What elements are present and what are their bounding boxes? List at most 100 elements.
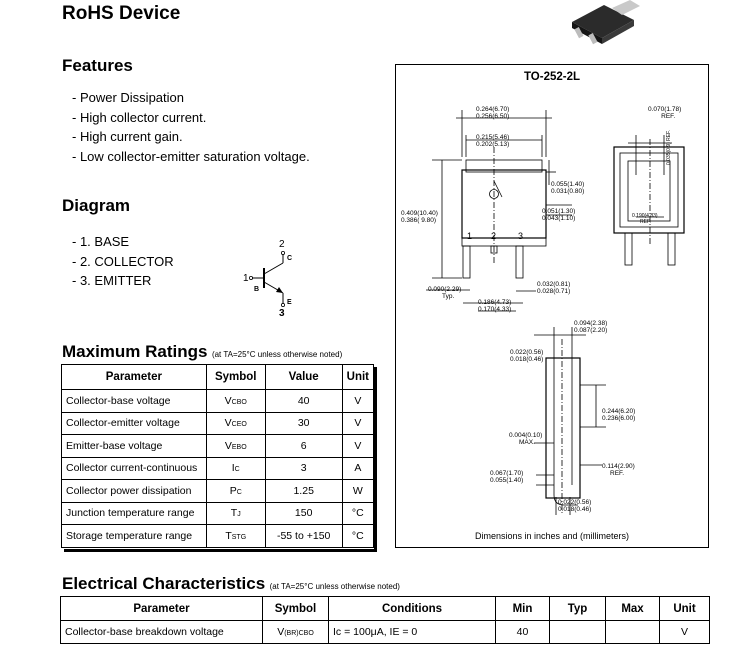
dimension-label: 0.070(1.78)REF. — [648, 106, 682, 120]
cell-unit: V — [341, 434, 375, 458]
dimension-label: 0.114(2.90)REF. — [602, 463, 635, 477]
cell-parameter: Storage temperature range — [61, 524, 207, 548]
cell-symbol: IC — [205, 456, 266, 480]
dimension-label: 0.190(4.83)REF. — [632, 213, 658, 225]
column-header: Parameter — [61, 364, 207, 390]
dimension-label: 0.215(5.46)0.202(5.13) — [476, 134, 510, 148]
electrical-heading-row: Electrical Characteristics (at TA=25°C u… — [62, 574, 400, 594]
cell-min: 40 — [495, 620, 550, 644]
max-ratings-note: (at TA=25°C unless otherwise noted) — [211, 350, 343, 359]
table-row: Storage temperature range TSTG -55 to +1… — [61, 524, 375, 548]
pin-list: - 1. BASE - 2. COLLECTOR - 3. EMITTER — [72, 232, 174, 291]
column-header: Unit — [341, 364, 375, 390]
dimension-label: 0.244(6.20)0.236(6.00) — [602, 408, 636, 422]
cell-unit: °C — [341, 501, 375, 525]
table-shadow — [64, 549, 377, 552]
pin-emitter-number: 3 — [279, 308, 285, 318]
cell-unit: V — [659, 620, 710, 644]
pin-number: 3 — [518, 231, 524, 241]
cell-value: 3 — [264, 456, 343, 480]
electrical-heading: Electrical Characteristics — [62, 574, 266, 593]
pin-base-label: B — [254, 286, 259, 293]
dimension-label: 0.094(2.38)0.087(2.20) — [574, 320, 608, 334]
electrical-table: Parameter Symbol Conditions Min Typ Max … — [60, 596, 710, 644]
max-ratings-table: Parameter Symbol Value Unit Collector-ba… — [61, 364, 375, 548]
electrical-note: (at TA=25°C unless otherwise noted) — [269, 582, 400, 591]
cell-typ — [549, 620, 606, 644]
pin-collector-label: C — [287, 255, 292, 262]
dimension-label: 0.409(10.40)0.386( 9.80) — [401, 210, 438, 224]
table-shadow — [374, 367, 377, 552]
dimension-label: 0.035(0.9) REF. — [666, 129, 672, 165]
column-header: Symbol — [205, 364, 266, 390]
package-footer: Dimensions in inches and (millimeters) — [474, 531, 630, 541]
cell-symbol: TJ — [205, 501, 266, 525]
cell-unit: V — [341, 411, 375, 435]
max-ratings-heading-row: Maximum Ratings (at TA=25°C unless other… — [62, 342, 342, 362]
table-row: Junction temperature range TJ 150 °C — [61, 501, 375, 525]
cell-parameter: Junction temperature range — [61, 501, 207, 525]
package-name: TO-252-2L — [523, 71, 581, 83]
pin-number: 2 — [491, 231, 497, 241]
cell-parameter: Emitter-base voltage — [61, 434, 207, 458]
cell-value: 30 — [264, 411, 343, 435]
dimension-label: 0.022(0.56)0.018(0.46) — [558, 499, 592, 513]
cell-value: 40 — [264, 389, 343, 413]
table-row: Collector power dissipation PC 1.25 W — [61, 479, 375, 503]
cell-unit: °C — [341, 524, 375, 548]
cell-parameter: Collector-base breakdown voltage — [60, 620, 263, 644]
column-header: Symbol — [262, 596, 329, 621]
cell-conditions: Ic = 100μA, IE = 0 — [328, 620, 496, 644]
dimension-label: 0.186(4.73)0.170(4.33) — [478, 299, 512, 313]
list-item: - 3. EMITTER — [72, 273, 152, 288]
list-item: - 2. COLLECTOR — [72, 253, 174, 269]
dimension-label: 0.051(1.30)0.043(1.10) — [542, 208, 576, 222]
list-item: - Low collector-emitter saturation volta… — [72, 148, 310, 164]
dimension-label: 0.264(6.70)0.256(6.50) — [476, 106, 510, 120]
package-outline-drawing — [426, 110, 685, 515]
dimension-label: 0.022(0.56)0.018(0.46) — [510, 349, 544, 363]
column-header: Max — [605, 596, 660, 621]
table-row: Collector current-continuous IC 3 A — [61, 456, 375, 480]
list-item: - High current gain. — [72, 129, 183, 144]
diagram-heading: Diagram — [62, 196, 131, 215]
column-header: Value — [264, 364, 343, 390]
column-header: Parameter — [60, 596, 263, 621]
list-item: - High collector current. — [72, 109, 207, 125]
list-item: - 1. BASE — [72, 234, 130, 249]
cell-parameter: Collector-base voltage — [61, 389, 207, 413]
table-row: Emitter-base voltage VEBO 6 V — [61, 434, 375, 458]
cell-max — [605, 620, 660, 644]
cell-symbol: PC — [205, 479, 266, 503]
cell-parameter: Collector-emitter voltage — [61, 411, 207, 435]
list-item: - Power Dissipation — [72, 90, 184, 105]
table-row: Collector-base voltage VCBO 40 V — [61, 389, 375, 413]
transistor-symbol: 2 C 1 B E 3 — [243, 239, 292, 318]
pin-emitter-label: E — [287, 299, 292, 306]
pin-collector-number: 2 — [279, 239, 285, 250]
cell-symbol: TSTG — [205, 524, 266, 548]
cell-unit: A — [341, 456, 375, 480]
dimension-label: 0.090(2.29)Typ. — [428, 286, 462, 300]
table-row: Collector-emitter voltage VCEO 30 V — [61, 411, 375, 435]
cell-symbol: VCBO — [205, 389, 266, 413]
cell-symbol: V(BR)CBO — [262, 620, 329, 644]
cell-value: -55 to +150 — [264, 524, 343, 548]
cell-value: 150 — [264, 501, 343, 525]
cell-symbol: VEBO — [205, 434, 266, 458]
cell-unit: W — [341, 479, 375, 503]
cell-symbol: VCEO — [205, 411, 266, 435]
dimension-label: 0.067(1.70)0.055(1.40) — [490, 470, 524, 484]
column-header: Min — [495, 596, 550, 621]
features-list: - Power Dissipation - High collector cur… — [72, 88, 310, 166]
dimension-label: 0.004(0.10)MAX. — [509, 432, 543, 446]
pin-base-number: 1 — [243, 273, 249, 284]
cell-unit: V — [341, 389, 375, 413]
page-title: RoHS Device — [62, 3, 181, 24]
package-photo — [572, 0, 640, 45]
column-header: Unit — [659, 596, 710, 621]
pin-number: 1 — [467, 231, 473, 241]
cell-parameter: Collector current-continuous — [61, 456, 207, 480]
dimension-label: 0.055(1.40)0.031(0.80) — [551, 181, 585, 195]
cell-value: 6 — [264, 434, 343, 458]
